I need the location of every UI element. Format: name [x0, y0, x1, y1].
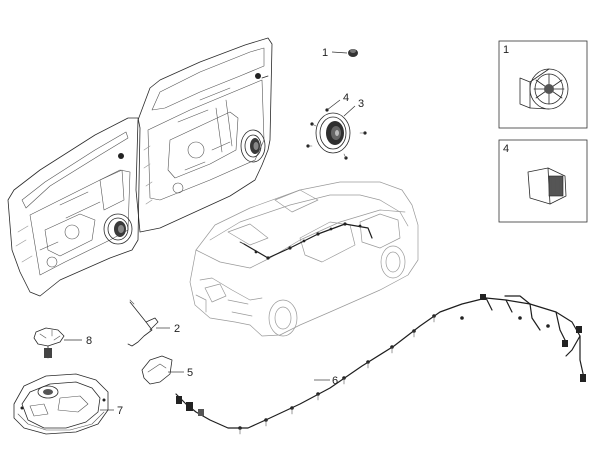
inset-1-label: 1: [503, 44, 509, 56]
antenna-cable-part: 2: [127, 299, 180, 347]
tweeter-speaker-icon: [519, 68, 569, 110]
main-wiring-harness: 6: [175, 294, 586, 435]
subwoofer-tray-part: 7: [13, 373, 123, 435]
callout-7: 7: [117, 405, 123, 417]
callout-4: 4: [343, 92, 349, 104]
callout-5: 5: [187, 367, 193, 379]
roof-wiring: [239, 222, 373, 260]
rear-door-speaker: [103, 213, 133, 245]
inset-box-4: 4: [498, 139, 588, 223]
callout-8: 8: [86, 335, 92, 347]
tweeter-part: 1: [322, 47, 358, 59]
woofer-part: 4 3: [306, 92, 367, 160]
vehicle-body: [189, 181, 419, 337]
inset-4-label: 4: [503, 143, 509, 155]
subwoofer-bolt-part: 8: [33, 327, 92, 359]
front-door: [135, 37, 273, 233]
callout-6: 6: [332, 375, 338, 387]
callout-1: 1: [322, 47, 328, 59]
antenna-base-part: 5: [141, 355, 193, 385]
front-door-speaker: [240, 129, 266, 163]
door-panels: [7, 37, 273, 297]
callout-2: 2: [174, 323, 180, 335]
callout-3: 3: [358, 98, 364, 110]
woofer-screws: [306, 108, 367, 160]
grommet-clip-icon: [527, 167, 567, 205]
inset-box-1: 1: [498, 40, 588, 129]
rear-door: [7, 117, 141, 297]
